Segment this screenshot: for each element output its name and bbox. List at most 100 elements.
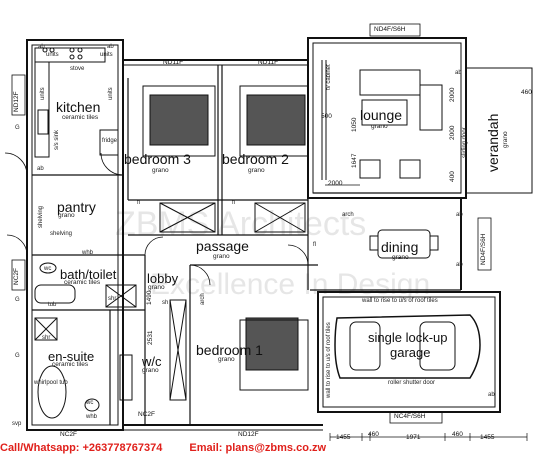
- gully-3: G: [15, 353, 20, 359]
- dim-1050: 1050: [351, 117, 358, 132]
- dim-400: 400: [449, 171, 456, 182]
- dining-label: dining: [381, 239, 419, 255]
- dining-ab: ab: [456, 212, 463, 218]
- fl-1: fl: [137, 200, 140, 206]
- verandah-label: verandah: [485, 113, 501, 172]
- lounge-ab: ab: [455, 70, 462, 76]
- wall-rise-left: wall to rise to u/s of roof tiles: [326, 322, 332, 398]
- beds: [142, 85, 309, 391]
- dim-bottom-460a: 460: [368, 431, 379, 438]
- garage-ab: ab: [488, 392, 495, 398]
- wall-rise-top: wall to rise to u/s of roof tiles: [362, 298, 438, 304]
- contact-footer: Call/Whatsapp: +263778767374 Email: plan…: [0, 442, 380, 454]
- dim-bottom-460b: 460: [452, 431, 463, 438]
- email-text: Email: plans@zbms.co.zw: [189, 442, 327, 454]
- wic-label: w/c: [142, 354, 162, 369]
- watermark-line2: Excellence In Design: [150, 268, 431, 301]
- window-nd12f-bottom: ND12F: [238, 431, 259, 438]
- dining-table: [369, 229, 439, 259]
- dim-bottom-1455b: 1455: [480, 434, 495, 441]
- passage-label: passage: [196, 238, 249, 254]
- fl-2: fl: [232, 200, 235, 206]
- kitchen-units-2: units: [100, 52, 113, 58]
- whirlpool-label: whirlpool tub: [34, 380, 68, 386]
- sh-label: sh: [162, 300, 169, 306]
- dim-500: 500: [321, 113, 332, 120]
- roller-door-label: roller shutter door: [388, 380, 436, 386]
- dim-1490: 1490: [146, 290, 153, 305]
- bedroom2-label: bedroom 2: [222, 151, 289, 167]
- bath-finish: ceramic tiles: [64, 279, 101, 286]
- gully-1: G: [15, 125, 20, 131]
- wardrobes: [159, 202, 306, 401]
- tub-label: tub: [48, 302, 57, 308]
- shelving-vert: shelving: [38, 205, 44, 228]
- outer-walls: [26, 37, 533, 431]
- window-nd4f-right: ND4F/S6H: [480, 233, 487, 265]
- whb-2: whb: [86, 414, 98, 420]
- verandah-finish: grano: [502, 131, 509, 148]
- wc-1: wc: [44, 266, 52, 272]
- dim-bottom-1971: 1971: [406, 434, 421, 441]
- kitchen-label: kitchen: [56, 99, 101, 115]
- kitchen-units-1: units: [46, 52, 59, 58]
- fl-3: fl: [313, 242, 316, 248]
- whb-1: whb: [82, 250, 94, 256]
- garage-label-1: single lock-up: [368, 330, 448, 345]
- stove-label: stove: [70, 66, 85, 72]
- sink-label: s/s sink: [54, 129, 60, 150]
- window-nc2f-bottom-b: NC2F: [138, 411, 155, 418]
- kitchen-finish: ceramic tiles: [62, 114, 99, 121]
- phone-text: Call/Whatsapp: +263778767374: [0, 442, 163, 454]
- fridge-label: fridge: [102, 138, 118, 144]
- bedroom1-finish: grano: [218, 356, 235, 363]
- bath-label: bath/toilet: [60, 267, 117, 282]
- wic-finish: grano: [142, 367, 159, 374]
- window-nd11f-b: ND11F: [258, 59, 279, 66]
- passage-finish: grano: [213, 253, 230, 260]
- ensuite-label: en-suite: [48, 349, 95, 364]
- bedroom3-finish: grano: [152, 167, 169, 174]
- dim-2000a: 2000: [449, 87, 456, 102]
- lounge-finish: grano: [371, 123, 388, 130]
- dimension-lines: [325, 184, 528, 441]
- arch-1: arch: [342, 212, 354, 218]
- dim-bottom-1455a: 1455: [336, 434, 351, 441]
- garage-label-2: garage: [390, 345, 431, 360]
- dining-ab-2: ab: [456, 262, 463, 268]
- wc-2: wc: [86, 400, 94, 406]
- arch-2: arch: [200, 293, 206, 305]
- lounge-furniture: [321, 60, 443, 180]
- dining-finish: grano: [392, 254, 409, 261]
- sliding-door-label: sliding door: [462, 127, 468, 158]
- dim-2531: 2531: [147, 330, 154, 345]
- kitchen-units-4: units: [108, 87, 114, 100]
- kitchen-units-3: units: [40, 87, 46, 100]
- lobby-finish: grano: [148, 284, 165, 291]
- door-swings: [4, 152, 309, 286]
- shr-2: shr: [42, 335, 51, 341]
- pantry-finish: grano: [58, 212, 75, 219]
- watermark-line1: ZBMS Architects: [115, 205, 367, 243]
- kitchen-ab-1: ab: [38, 44, 45, 50]
- car: [334, 314, 481, 379]
- svp-label: svp: [12, 421, 22, 427]
- dim-460: 460: [521, 89, 532, 96]
- lobby-label: lobby: [147, 271, 179, 286]
- kitchen-counters: [34, 47, 119, 158]
- window-nc2f-bottom-a: NC2F: [60, 431, 77, 438]
- lounge-label: lounge: [360, 107, 403, 123]
- window-nc4f-bottom: NC4F/S6H: [394, 413, 426, 420]
- shelving-horiz: shelving: [50, 231, 73, 237]
- window-nd4f-top: ND4F/S6H: [374, 26, 406, 33]
- shr-1: shr: [108, 296, 117, 302]
- dim-2000c: 2000: [328, 180, 343, 187]
- bedroom3-label: bedroom 3: [124, 151, 191, 167]
- dim-2000b: 2000: [449, 125, 456, 140]
- window-nd12f-left: ND12F: [13, 91, 20, 112]
- window-boxes: [11, 23, 492, 424]
- window-nc2f-left: NC2F: [13, 268, 20, 285]
- tv-cabinet-label: tv cabinet: [326, 64, 332, 90]
- pantry-label: pantry: [57, 199, 96, 215]
